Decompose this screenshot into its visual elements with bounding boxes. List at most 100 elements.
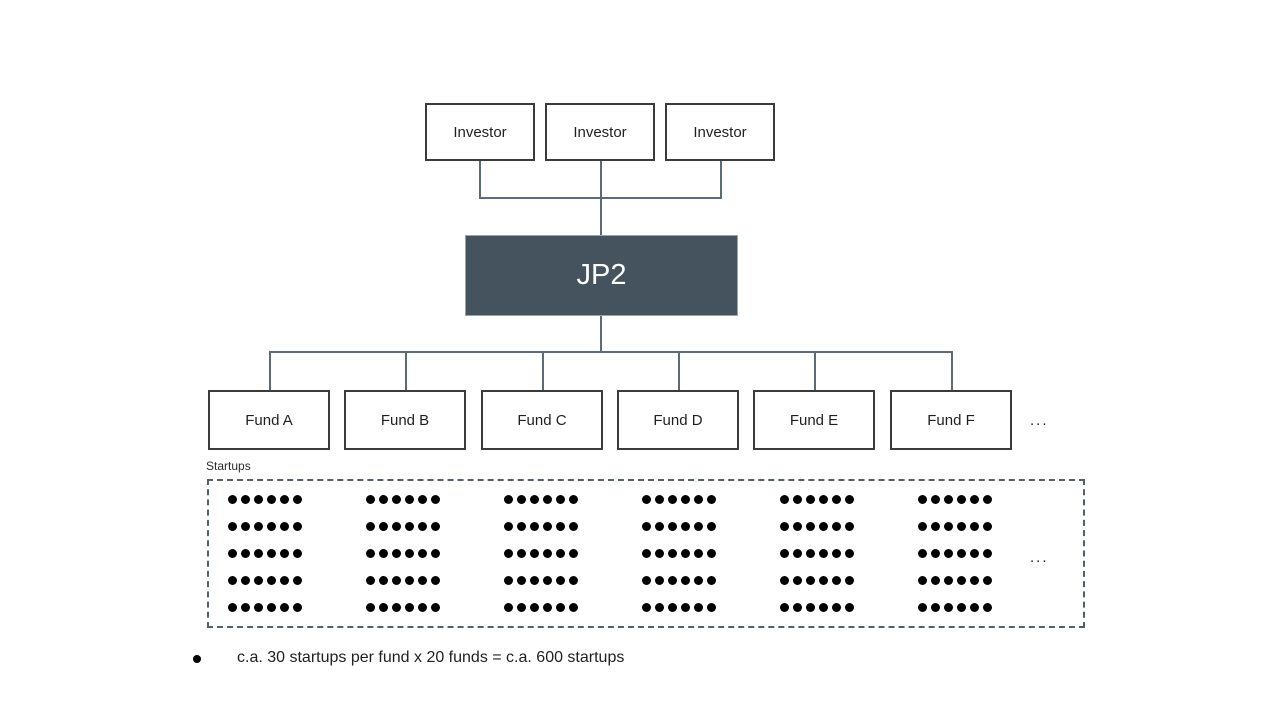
startup-dot	[819, 549, 828, 558]
investor-label: Investor	[573, 123, 627, 141]
startup-dot	[267, 603, 276, 612]
startup-dot	[543, 603, 552, 612]
jp2-label: JP2	[576, 259, 627, 291]
startup-dot	[655, 576, 664, 585]
startup-dot	[642, 603, 651, 612]
startup-dot-group	[366, 522, 440, 531]
note-text: c.a. 30 startups per fund x 20 funds = c…	[237, 649, 625, 666]
startup-dot	[806, 576, 815, 585]
connector-fund-a-drop	[269, 351, 271, 390]
startup-dot	[845, 495, 854, 504]
startup-dot	[267, 522, 276, 531]
startup-dot	[983, 603, 992, 612]
startups-dot-grid	[228, 495, 992, 612]
fund-label: Fund A	[245, 411, 293, 429]
startup-dot-group	[780, 603, 854, 612]
startup-dot	[569, 603, 578, 612]
fund-label: Fund D	[653, 411, 703, 429]
startup-dot	[228, 522, 237, 531]
startup-dot	[517, 495, 526, 504]
startup-dot	[707, 522, 716, 531]
startup-dot	[983, 522, 992, 531]
startup-dot	[293, 495, 302, 504]
startup-dot	[392, 495, 401, 504]
startup-dot	[418, 576, 427, 585]
startup-dot	[241, 549, 250, 558]
startup-dot	[556, 603, 565, 612]
startup-dot-group	[780, 576, 854, 585]
startup-dot	[241, 495, 250, 504]
fund-box-a: Fund A	[208, 390, 330, 450]
connector-jp2-bottom-vertical	[600, 316, 602, 353]
startup-dot	[780, 549, 789, 558]
startup-dot	[806, 522, 815, 531]
startup-dot-group	[918, 576, 992, 585]
startup-dot-group	[228, 576, 302, 585]
fund-box-f: Fund F	[890, 390, 1012, 450]
startup-dot	[668, 549, 677, 558]
startup-dot	[918, 549, 927, 558]
startup-dot	[694, 549, 703, 558]
startup-dot	[379, 549, 388, 558]
startup-dot	[556, 549, 565, 558]
startup-dot	[642, 576, 651, 585]
startup-dot	[970, 522, 979, 531]
startup-dot	[504, 576, 513, 585]
startup-dot	[431, 603, 440, 612]
startup-dot	[983, 495, 992, 504]
startup-dot-group	[642, 603, 716, 612]
startup-dot	[668, 576, 677, 585]
startup-dot	[431, 495, 440, 504]
startup-dot	[267, 495, 276, 504]
startup-dot	[543, 522, 552, 531]
startup-dot	[707, 549, 716, 558]
startup-dot-group	[504, 549, 578, 558]
startup-dot	[530, 576, 539, 585]
fund-label: Fund F	[927, 411, 975, 429]
startup-dot-group	[504, 576, 578, 585]
startup-dot	[504, 522, 513, 531]
startup-dot	[241, 522, 250, 531]
startup-dot	[379, 603, 388, 612]
startup-dot-group	[504, 603, 578, 612]
startup-dot	[280, 522, 289, 531]
startup-dot	[366, 549, 375, 558]
startup-dot	[957, 495, 966, 504]
startup-dot	[970, 495, 979, 504]
startup-dot	[668, 603, 677, 612]
startup-dot	[832, 522, 841, 531]
investor-box-1: Investor	[425, 103, 535, 161]
startup-dot	[957, 576, 966, 585]
startup-dot	[418, 603, 427, 612]
startup-dot	[642, 522, 651, 531]
startup-dot	[944, 549, 953, 558]
startup-dot	[694, 576, 703, 585]
startup-dot	[806, 603, 815, 612]
funds-ellipsis: ...	[1030, 412, 1049, 429]
startup-dot-group	[228, 549, 302, 558]
startup-dot	[707, 495, 716, 504]
startup-dot	[241, 576, 250, 585]
investor-label: Investor	[693, 123, 747, 141]
startup-dot	[983, 549, 992, 558]
startup-dot	[228, 495, 237, 504]
startup-dot	[241, 603, 250, 612]
startup-dot	[845, 603, 854, 612]
startup-dot	[780, 603, 789, 612]
connector-fund-e-drop	[814, 351, 816, 390]
startup-dot	[405, 576, 414, 585]
startup-dot	[280, 495, 289, 504]
startup-dot	[845, 576, 854, 585]
startup-dot	[556, 576, 565, 585]
startup-dot-group	[780, 549, 854, 558]
startup-dot	[694, 522, 703, 531]
startup-dot-group	[642, 522, 716, 531]
startup-dot	[806, 549, 815, 558]
startups-section-label: Startups	[206, 459, 251, 473]
startup-dot	[642, 495, 651, 504]
startup-dot	[918, 603, 927, 612]
startup-dot	[504, 549, 513, 558]
startup-dot	[569, 576, 578, 585]
startup-dot	[254, 603, 263, 612]
startup-dot	[392, 522, 401, 531]
